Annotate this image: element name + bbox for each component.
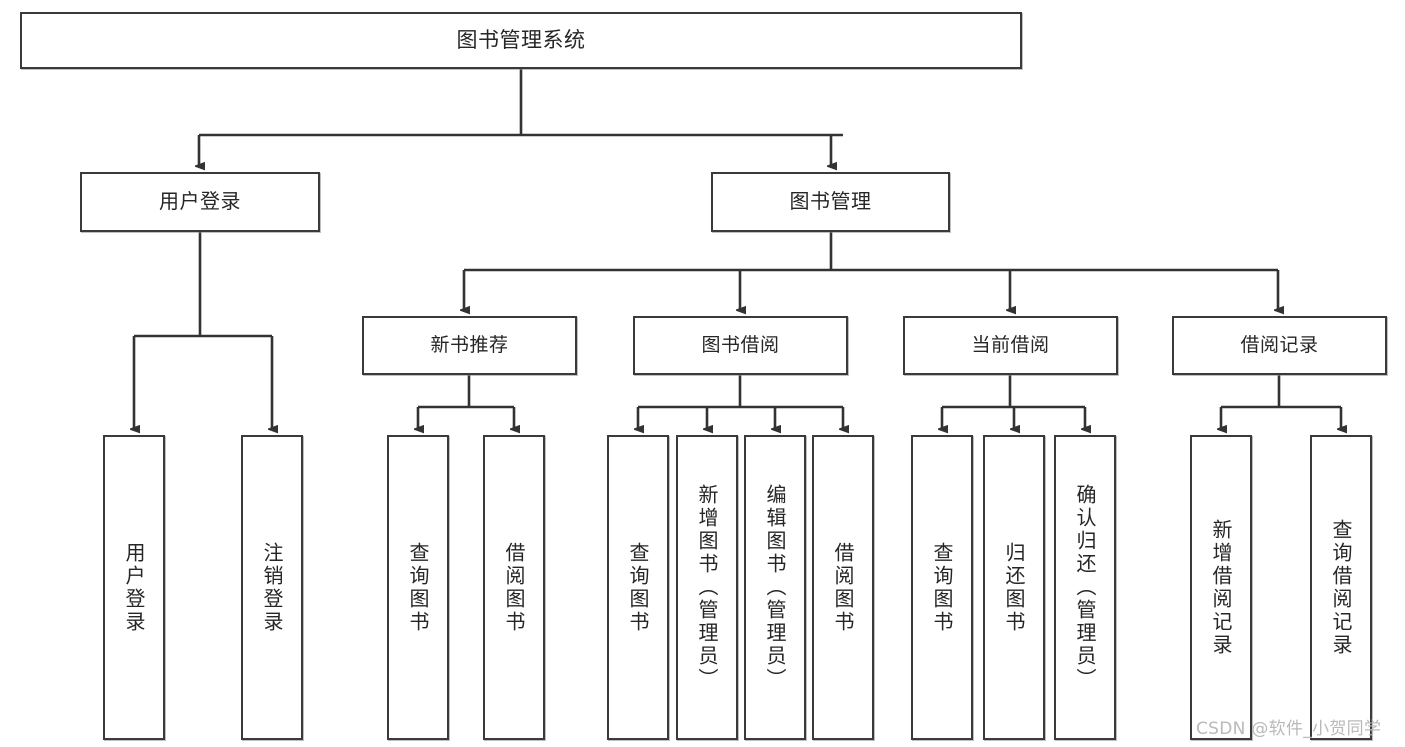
node-label: 图书借阅	[701, 334, 780, 357]
node-label: 新增图书（管理员）	[695, 484, 719, 691]
node-label: 编辑图书（管理员）	[763, 484, 787, 691]
node-borrow-record[interactable]: 借阅记录	[1172, 316, 1387, 375]
leaf-edit-book[interactable]: 编辑图书（管理员）	[744, 435, 806, 740]
leaf-add-borrow-record[interactable]: 新增借阅记录	[1190, 435, 1252, 740]
leaf-user-logout[interactable]: 注销登录	[241, 435, 303, 740]
node-label: 新增借阅记录	[1209, 518, 1233, 657]
node-label: 查询图书	[626, 541, 650, 634]
leaf-add-book[interactable]: 新增图书（管理员）	[676, 435, 738, 740]
node-label: 借阅图书	[831, 541, 855, 634]
leaf-query-book-recommend[interactable]: 查询图书	[387, 435, 449, 740]
leaf-query-book-borrow[interactable]: 查询图书	[607, 435, 669, 740]
leaf-borrow-book-recommend[interactable]: 借阅图书	[483, 435, 545, 740]
node-label: 当前借阅	[971, 334, 1050, 357]
node-book-borrow[interactable]: 图书借阅	[633, 316, 848, 375]
leaf-return-book[interactable]: 归还图书	[983, 435, 1045, 740]
node-label: 查询借阅记录	[1329, 518, 1353, 657]
leaf-query-book-current[interactable]: 查询图书	[911, 435, 973, 740]
node-book-manage[interactable]: 图书管理	[711, 172, 950, 232]
node-label: 注销登录	[260, 541, 284, 634]
leaf-query-borrow-record[interactable]: 查询借阅记录	[1310, 435, 1372, 740]
node-label: 归还图书	[1002, 541, 1026, 634]
csdn-watermark: CSDN @软件_小贺同学	[1196, 719, 1382, 739]
node-new-book-recommend[interactable]: 新书推荐	[362, 316, 577, 375]
node-label: 新书推荐	[430, 334, 509, 357]
node-label: 确认归还（管理员）	[1073, 484, 1097, 691]
leaf-borrow-book[interactable]: 借阅图书	[812, 435, 874, 740]
node-label: 用户登录	[122, 541, 146, 634]
node-label: 借阅图书	[502, 541, 526, 634]
leaf-user-login[interactable]: 用户登录	[103, 435, 165, 740]
node-label: 图书管理系统	[456, 28, 586, 53]
leaf-confirm-return[interactable]: 确认归还（管理员）	[1054, 435, 1116, 740]
node-label: 用户登录	[159, 189, 241, 214]
node-label: 查询图书	[406, 541, 430, 634]
node-user-login[interactable]: 用户登录	[80, 172, 320, 232]
node-label: 查询图书	[930, 541, 954, 634]
node-label: 图书管理	[789, 189, 872, 214]
node-current-borrow[interactable]: 当前借阅	[903, 316, 1118, 375]
node-root-system[interactable]: 图书管理系统	[20, 12, 1022, 69]
node-label: 借阅记录	[1240, 334, 1319, 357]
